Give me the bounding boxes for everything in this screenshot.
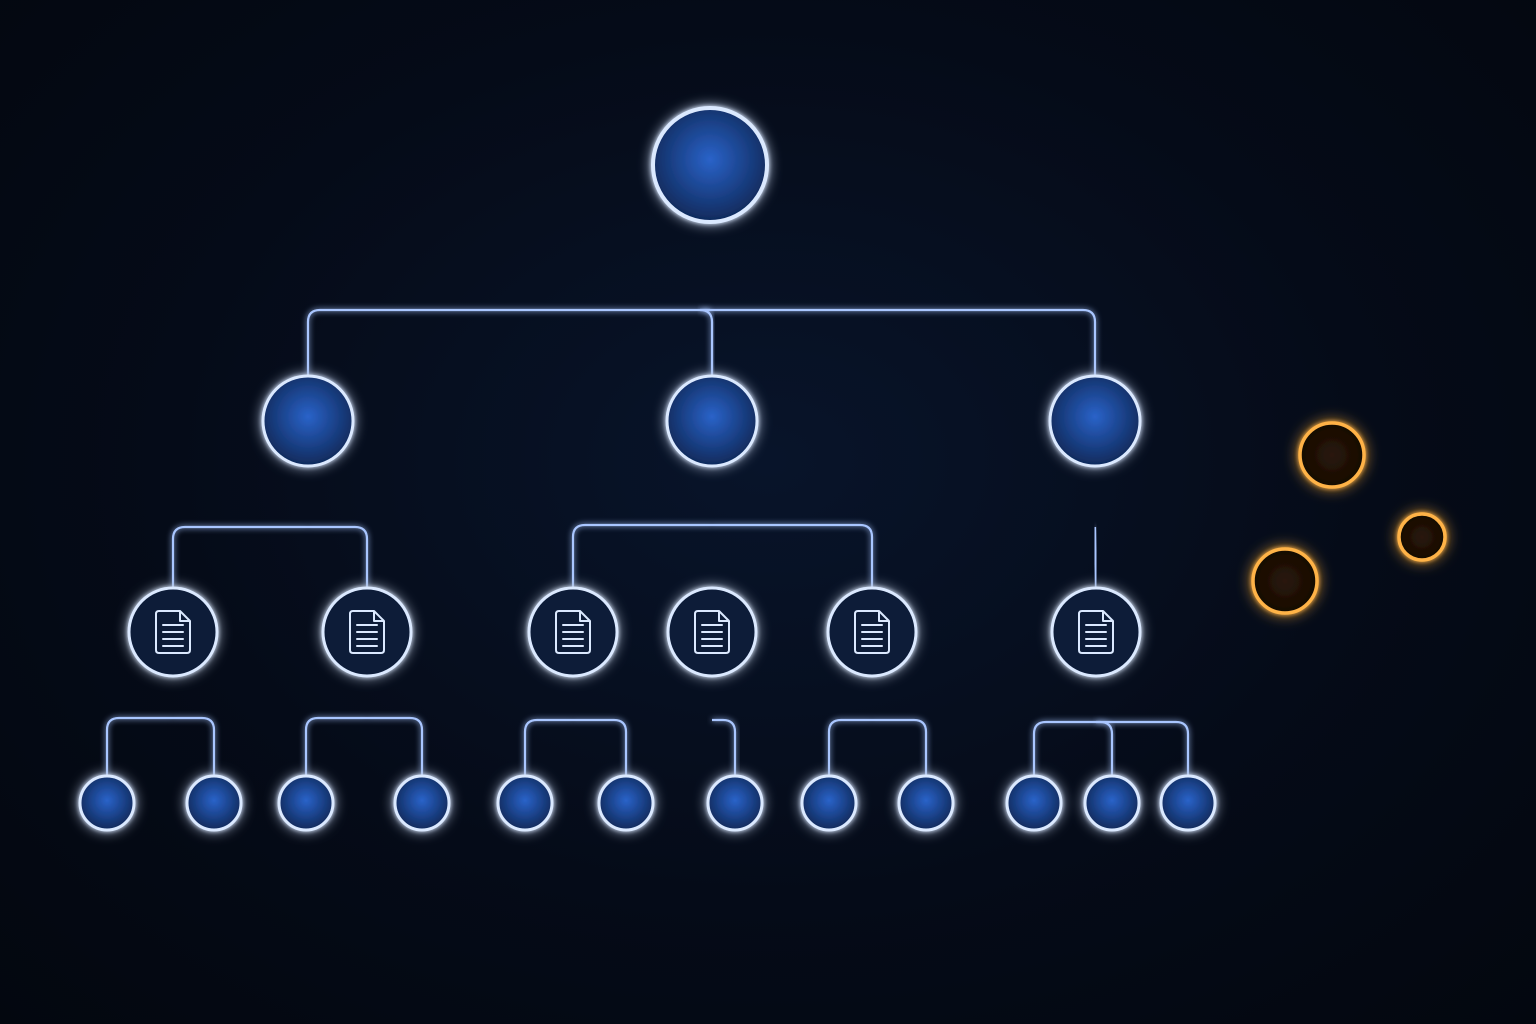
node-circle [393,774,451,832]
edge-d5-l8 [827,718,872,776]
node-leaf-l8[interactable] [800,774,858,832]
edge-d3-l5 [523,718,573,776]
edge-group-d3 [523,676,628,776]
orphan-node-o1[interactable] [1298,421,1366,489]
edge-c2-d5 [712,523,874,588]
edge-c3-d6 [1093,526,1098,589]
node-circle [597,774,655,832]
node-circle [185,774,243,832]
node-circle [1083,774,1141,832]
node-layer [78,106,1217,832]
edge-layer [105,222,1190,776]
document-outline [694,610,730,654]
node-leaf-l6[interactable] [597,774,655,832]
node-circle [897,774,955,832]
orphan-node-o3[interactable] [1251,547,1319,615]
document-icon [1078,610,1114,654]
document-outline [555,610,591,654]
edge-group-c3 [1093,466,1098,589]
node-document-d3[interactable] [527,586,619,678]
orphan-node-o2[interactable] [1397,512,1447,562]
node-circle [1159,774,1217,832]
node-leaf-l9[interactable] [897,774,955,832]
edge-d6-l12 [1096,720,1190,776]
edge-group-d1 [105,676,216,776]
document-icon [694,610,730,654]
document-icon [555,610,591,654]
edge-group-c2 [571,466,874,588]
edge-group-d5 [827,676,928,776]
node-document-d1[interactable] [127,586,219,678]
edge-d5-l9 [872,718,928,776]
orphan-layer [1251,421,1447,615]
edge-d6-l10 [1032,720,1096,776]
document-icon [155,610,191,654]
node-category-c3[interactable] [1048,374,1142,468]
edge-group-root [306,222,1097,376]
node-circle [1048,374,1142,468]
node-leaf-l10[interactable] [1005,774,1063,832]
document-fold [718,611,729,622]
node-category-c2[interactable] [665,374,759,468]
node-leaf-l5[interactable] [496,774,554,832]
node-leaf-l11[interactable] [1083,774,1141,832]
node-leaf-l1[interactable] [78,774,136,832]
edge-c1-d2 [308,525,369,588]
edge-c2-d3 [571,523,712,588]
node-leaf-l12[interactable] [1159,774,1217,832]
document-fold [1102,611,1113,622]
node-document-d5[interactable] [826,586,918,678]
node-circle [277,774,335,832]
document-outline [854,610,890,654]
edge-root-c2 [699,308,714,376]
node-circle [706,774,764,832]
node-leaf-l7[interactable] [706,774,764,832]
edge-root-c3 [710,308,1097,376]
node-document-d2[interactable] [321,586,413,678]
node-circle [800,774,858,832]
document-icon [349,610,385,654]
document-outline [349,610,385,654]
edge-d6-l11 [1096,720,1114,776]
node-circle [78,774,136,832]
node-circle [261,374,355,468]
node-leaf-l2[interactable] [185,774,243,832]
document-fold [878,611,889,622]
node-category-c1[interactable] [261,374,355,468]
edge-group-d6 [1032,676,1190,776]
edge-d2-l3 [304,716,367,776]
node-circle [496,774,554,832]
document-fold [179,611,190,622]
node-leaf-l3[interactable] [277,774,335,832]
edge-d3-l6 [573,718,628,776]
node-circle [665,374,759,468]
node-document-d4[interactable] [666,586,758,678]
edge-group-d4 [710,676,737,776]
edge-d1-l2 [173,716,216,776]
edge-d4-l7 [712,718,737,776]
edge-group-c1 [171,466,369,588]
edge-d2-l4 [367,716,424,776]
document-outline [155,610,191,654]
node-leaf-l4[interactable] [393,774,451,832]
edge-group-d2 [304,676,424,776]
edge-d1-l1 [105,716,173,776]
edge-root-c1 [306,308,710,376]
node-circle [651,106,769,224]
node-document-d6[interactable] [1050,586,1142,678]
node-root-root[interactable] [651,106,769,224]
document-fold [579,611,590,622]
edge-c1-d1 [171,525,308,588]
document-fold [373,611,384,622]
document-outline [1078,610,1114,654]
document-icon [854,610,890,654]
node-circle [1005,774,1063,832]
